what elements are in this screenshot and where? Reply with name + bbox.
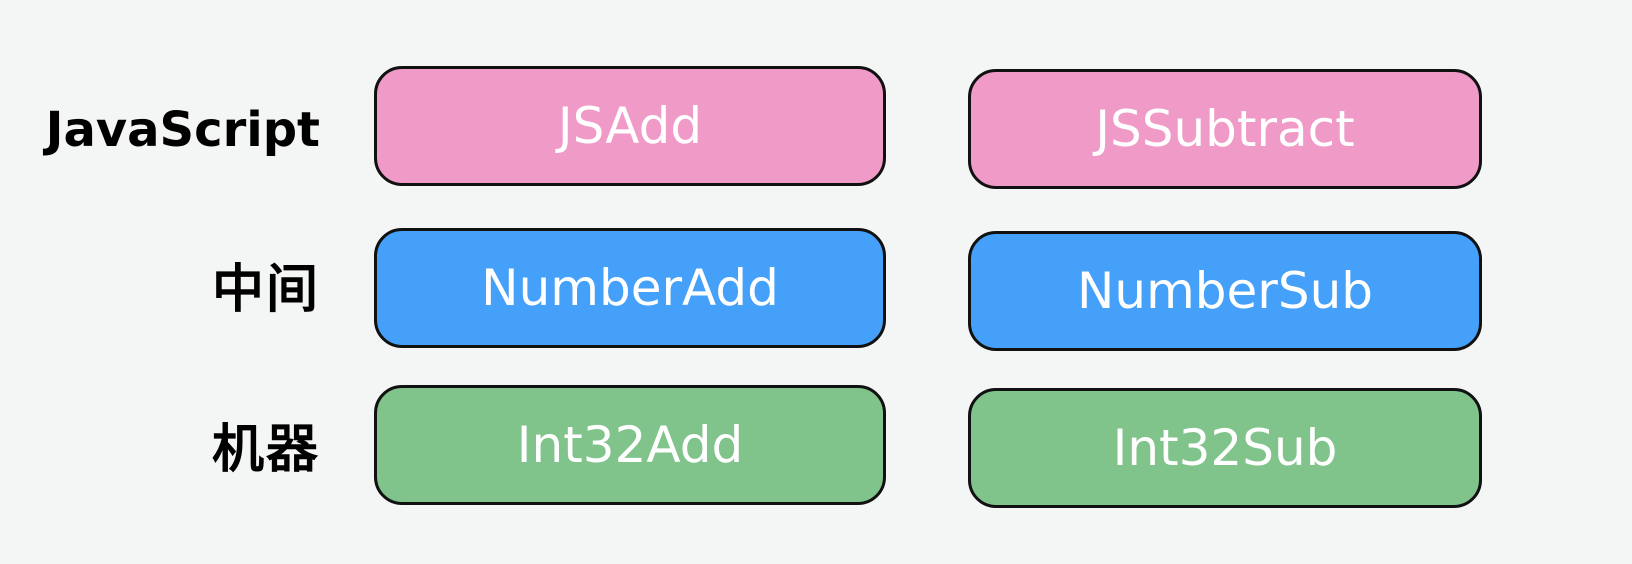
row-label-intermediate: 中间 <box>211 260 320 320</box>
row-label-machine: 机器 <box>211 420 320 480</box>
node-int32-sub: Int32Sub <box>968 388 1482 508</box>
row-label-javascript: JavaScript <box>45 102 320 158</box>
node-int32-add: Int32Add <box>374 385 886 505</box>
node-js-add: JSAdd <box>374 66 886 186</box>
node-js-subtract: JSSubtract <box>968 69 1482 189</box>
node-number-sub: NumberSub <box>968 231 1482 351</box>
node-number-add: NumberAdd <box>374 228 886 348</box>
